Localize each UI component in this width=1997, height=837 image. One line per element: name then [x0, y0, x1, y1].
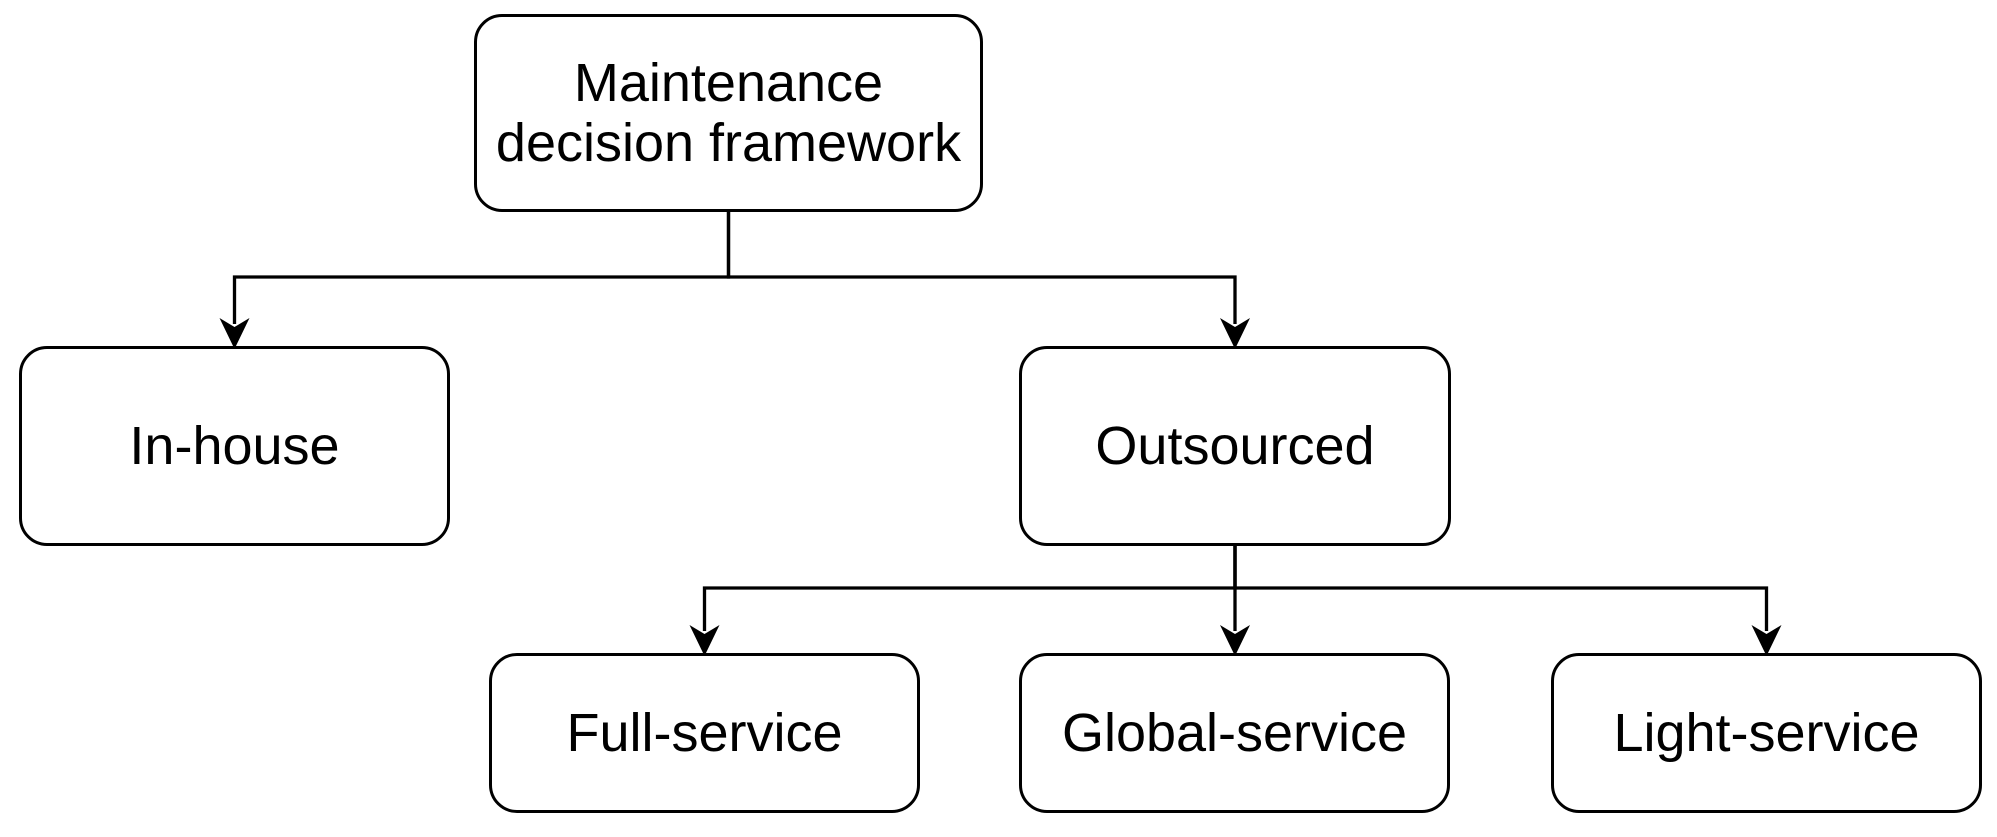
node-label: Maintenance decision framework	[496, 53, 961, 173]
node-label-line1: Maintenance	[573, 53, 884, 113]
edge-line	[1233, 545, 1769, 631]
node-label: Light-service	[1613, 703, 1920, 763]
arrowhead-down-icon	[1220, 625, 1250, 656]
edge-line	[726, 212, 1237, 324]
node-full-service: Full-service	[489, 653, 920, 813]
node-label: In-house	[129, 416, 340, 476]
arrowhead-down-icon	[689, 625, 720, 656]
arrowhead-down-icon	[1751, 625, 1782, 656]
node-label: Global-service	[1061, 703, 1408, 763]
arrowhead-down-icon	[219, 318, 250, 349]
node-label-line2: decision framework	[495, 113, 962, 173]
node-label: Outsourced	[1095, 416, 1375, 476]
edge-line	[702, 545, 1237, 631]
node-light-service: Light-service	[1551, 653, 1982, 813]
edge-root-to-in-house	[219, 212, 731, 349]
edge-outsourced-to-light-service	[1233, 545, 1782, 656]
edge-root-to-outsourced	[726, 212, 1250, 349]
node-outsourced: Outsourced	[1019, 346, 1451, 546]
arrowhead-down-icon	[1220, 318, 1250, 349]
edge-line	[232, 212, 731, 324]
node-global-service: Global-service	[1019, 653, 1450, 813]
node-maintenance-decision-framework: Maintenance decision framework	[474, 14, 983, 212]
node-in-house: In-house	[19, 346, 450, 546]
node-label: Full-service	[566, 703, 843, 763]
edge-outsourced-to-full-service	[689, 545, 1237, 656]
